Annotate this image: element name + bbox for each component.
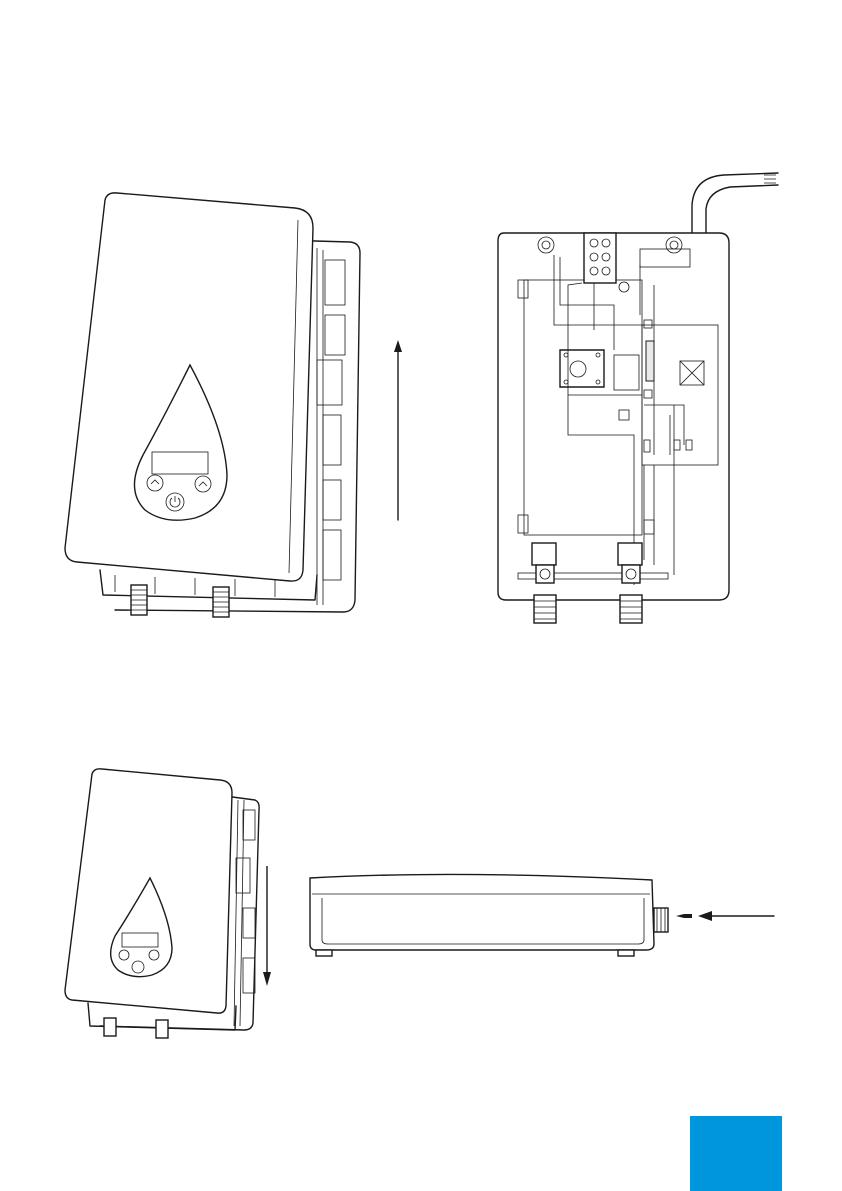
heater-front-small xyxy=(60,768,270,1040)
heater-side-view xyxy=(306,868,696,960)
screw-insert-arrow xyxy=(674,906,776,926)
page-corner-badge xyxy=(690,1116,782,1191)
heater-open-wiring-view xyxy=(494,165,784,625)
heater-front-view xyxy=(55,190,375,630)
lower-cover-arrow xyxy=(258,866,276,988)
lift-cover-arrow xyxy=(388,340,408,522)
